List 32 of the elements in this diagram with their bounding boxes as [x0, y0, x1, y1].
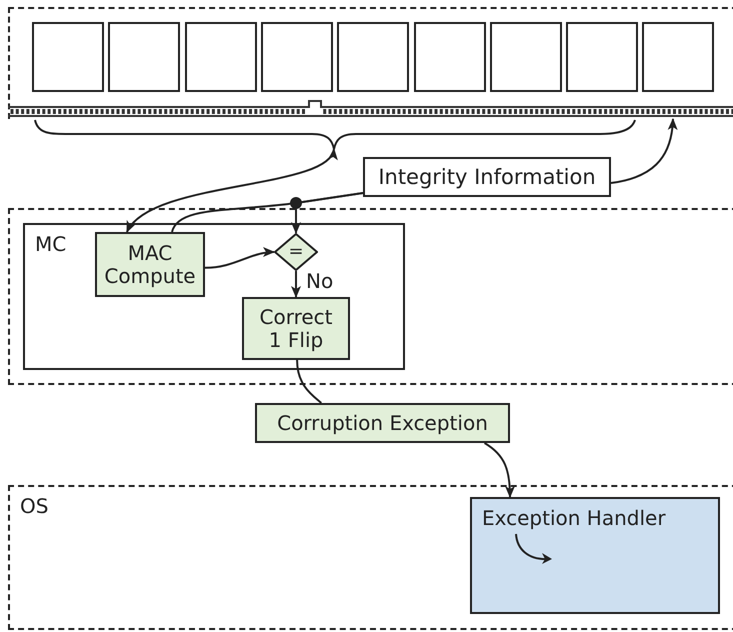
process-box	[255, 403, 510, 443]
process-box	[242, 297, 350, 360]
equals-sign: =	[288, 242, 304, 262]
region-band	[8, 208, 733, 385]
memory-module-band	[8, 7, 733, 119]
memory-chip	[184, 22, 257, 92]
node-label: OS	[20, 495, 48, 518]
memory-chip	[490, 22, 562, 92]
arrow	[610, 118, 678, 184]
region-band	[8, 485, 733, 630]
arrow	[484, 442, 515, 498]
memory-chip	[337, 22, 410, 92]
process-box	[363, 157, 611, 197]
node-label: Correct 1 Flip	[258, 306, 334, 352]
decision-diamond	[274, 233, 318, 271]
memory-chip	[108, 22, 180, 92]
memory-chip	[642, 22, 714, 92]
memory-chip	[414, 22, 486, 92]
process-box	[95, 232, 205, 297]
process-box	[470, 497, 720, 614]
node-label: Corruption Exception	[277, 412, 488, 434]
controller-box	[23, 223, 405, 370]
arrow	[291, 271, 301, 298]
memory-chip	[260, 22, 333, 92]
node-label: MAC Compute	[103, 242, 197, 288]
arrow	[204, 248, 275, 269]
node-label: Exception Handler	[482, 507, 666, 530]
node-label: Integrity Information	[378, 164, 596, 190]
memory-chip	[566, 22, 638, 92]
arrow	[126, 148, 335, 233]
node-label: MC	[35, 233, 66, 256]
memory-chip	[32, 22, 104, 92]
